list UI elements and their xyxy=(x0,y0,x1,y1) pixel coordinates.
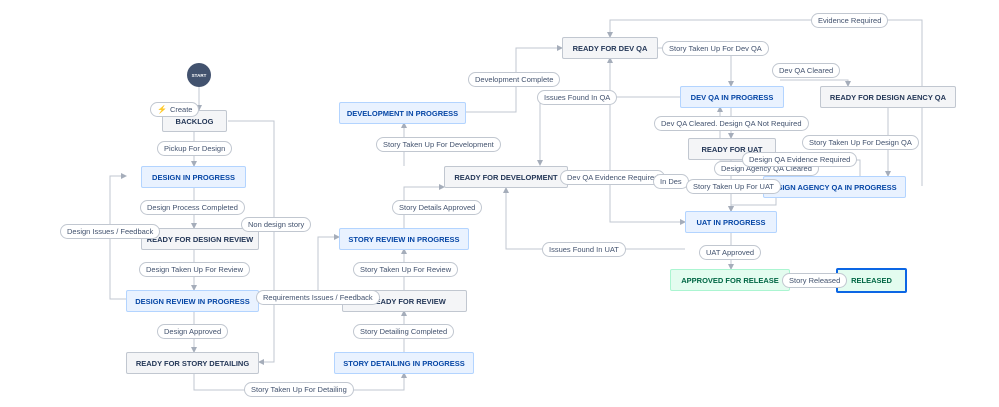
transition-design-taken-up-for-review[interactable]: Design Taken Up For Review xyxy=(139,262,250,277)
transition-evidence-required[interactable]: Evidence Required xyxy=(811,13,889,28)
status-label: READY FOR DEV QA xyxy=(572,43,648,53)
transition-story-taken-up-for-development[interactable]: Story Taken Up For Development xyxy=(376,137,501,152)
status-design-review-in-progress[interactable]: DESIGN REVIEW IN PROGRESS xyxy=(126,290,259,312)
transition-story-taken-up-for-dev-qa[interactable]: Story Taken Up For Dev QA xyxy=(662,41,769,56)
status-label: DESIGN IN PROGRESS xyxy=(152,172,235,182)
status-label: STORY REVIEW IN PROGRESS xyxy=(348,234,460,244)
status-label: READY FOR DESIGN REVIEW xyxy=(146,234,254,244)
transition-story-released[interactable]: Story Released xyxy=(782,273,848,288)
transition-story-taken-up-for-design-qa[interactable]: Story Taken Up For Design QA xyxy=(802,135,919,150)
status-development-in-progress[interactable]: DEVELOPMENT IN PROGRESS xyxy=(339,102,466,124)
status-ready-for-story-detailing[interactable]: READY FOR STORY DETAILING xyxy=(126,352,259,374)
transition-label: Story Taken Up For Detailing xyxy=(251,385,347,394)
start-node: START xyxy=(187,63,211,87)
status-story-detailing-in-progress[interactable]: STORY DETAILING IN PROGRESS xyxy=(334,352,474,374)
status-label: BACKLOG xyxy=(175,116,214,126)
transition-pickup-for-design[interactable]: Pickup For Design xyxy=(157,141,233,156)
edge-issues-found-in-uat xyxy=(503,187,685,250)
transition-dev-qa-evidence-required[interactable]: Dev QA Evidence Required xyxy=(560,170,666,185)
status-uat-in-progress[interactable]: UAT IN PROGRESS xyxy=(685,211,777,233)
status-ready-for-development[interactable]: READY FOR DEVELOPMENT xyxy=(444,166,568,188)
transition-story-taken-up-for-uat[interactable]: Story Taken Up For UAT xyxy=(686,179,781,194)
transition-label: Design Issues / Feedback xyxy=(67,227,154,236)
transition-label: Story Detailing Completed xyxy=(360,327,448,336)
status-dev-qa-in-progress[interactable]: DEV QA IN PROGRESS xyxy=(680,86,784,108)
transition-story-taken-up-for-detailing[interactable]: Story Taken Up For Detailing xyxy=(244,382,354,397)
transition-label: Design Process Completed xyxy=(147,203,238,212)
status-label: RELEASED xyxy=(851,276,892,285)
transition-label: Design Approved xyxy=(164,327,222,336)
transition-uat-approved[interactable]: UAT Approved xyxy=(699,245,762,260)
transition-in-des[interactable]: In Des xyxy=(653,174,689,189)
status-label: APPROVED FOR RELEASE xyxy=(681,275,779,285)
edge-dev-qa-cleared xyxy=(780,79,851,87)
transition-label: Story Taken Up For Review xyxy=(360,265,452,274)
status-label: STORY DETAILING IN PROGRESS xyxy=(343,358,465,368)
start-label: START xyxy=(191,72,207,78)
transition-label: Design QA Evidence Required xyxy=(749,155,851,164)
transition-label: Issues Found In QA xyxy=(544,93,611,102)
transition-label: Story Details Approved xyxy=(399,203,476,212)
transition-development-complete[interactable]: Development Complete xyxy=(468,72,561,87)
status-label: ESIGN AGENCY QA IN PROGRESS xyxy=(772,182,897,192)
transition-label: Evidence Required xyxy=(818,16,882,25)
transition-label: Development Complete xyxy=(475,75,554,84)
status-label: Y READY FOR REVIEW xyxy=(363,296,446,306)
status-approved-for-release[interactable]: APPROVED FOR RELEASE xyxy=(670,269,790,291)
transition-design-qa-evidence-required[interactable]: Design QA Evidence Required xyxy=(742,152,858,167)
edge-dev-qa-evidence xyxy=(568,57,613,178)
status-story-review-in-progress[interactable]: STORY REVIEW IN PROGRESS xyxy=(339,228,469,250)
transition-requirements-issues-feedback[interactable]: Requirements Issues / Feedback xyxy=(256,290,380,305)
transition-design-issues-feedback[interactable]: Design Issues / Feedback xyxy=(60,224,161,239)
transition-label: Story Released xyxy=(789,276,841,285)
status-label: UAT IN PROGRESS xyxy=(696,217,766,227)
transition-label: In Des xyxy=(660,177,682,186)
transition-issues-found-in-uat[interactable]: Issues Found In UAT xyxy=(542,242,626,257)
transition-label: Story Taken Up For UAT xyxy=(693,182,774,191)
transition-label: Story Taken Up For Design QA xyxy=(809,138,912,147)
transition-issues-found-in-qa[interactable]: Issues Found In QA xyxy=(537,90,618,105)
transition-story-details-approved[interactable]: Story Details Approved xyxy=(392,200,483,215)
transition-label: UAT Approved xyxy=(706,248,755,257)
transition-label: Create xyxy=(169,105,193,114)
transition-label: Story Taken Up For Development xyxy=(383,140,494,149)
status-label: READY FOR DEVELOPMENT xyxy=(454,172,558,182)
transition-label: Dev QA Evidence Required xyxy=(567,173,659,182)
edge-non-design-story xyxy=(228,120,275,365)
transition-design-process-completed[interactable]: Design Process Completed xyxy=(140,200,245,215)
transition-label: Design Agency QA Cleared xyxy=(721,164,812,173)
status-ready-for-design-review[interactable]: READY FOR DESIGN REVIEW xyxy=(141,228,259,250)
status-label: DEV QA IN PROGRESS xyxy=(690,92,774,102)
status-label: READY FOR DESIGN AENCY QA xyxy=(829,92,947,102)
transition-dev-qa-cleared[interactable]: Dev QA Cleared xyxy=(772,63,841,78)
lightning-icon: ⚡ xyxy=(157,105,167,114)
transition-label: Dev QA Cleared xyxy=(779,66,834,75)
transition-label: Story Taken Up For Dev QA xyxy=(669,44,762,53)
transition-label: Dev QA Cleared. Design QA Not Required xyxy=(661,119,802,128)
transition-label: Issues Found In UAT xyxy=(549,245,619,254)
transition-create[interactable]: ⚡Create xyxy=(150,102,200,117)
status-released[interactable]: RELEASED xyxy=(836,268,907,293)
transition-non-design-story[interactable]: Non design story xyxy=(241,217,312,232)
transition-label: Requirements Issues / Feedback xyxy=(263,293,373,302)
status-design-agency-qa-in-progress[interactable]: ESIGN AGENCY QA IN PROGRESS xyxy=(763,176,906,198)
transition-dev-qa-cleared-design-qa-not-required[interactable]: Dev QA Cleared. Design QA Not Required xyxy=(654,116,809,131)
status-label: READY FOR STORY DETAILING xyxy=(135,358,250,368)
transition-story-detailing-completed[interactable]: Story Detailing Completed xyxy=(353,324,455,339)
transition-label: Pickup For Design xyxy=(164,144,226,153)
status-ready-for-design-aency-qa[interactable]: READY FOR DESIGN AENCY QA xyxy=(820,86,956,108)
status-label: READY FOR UAT xyxy=(701,144,763,154)
transition-design-approved[interactable]: Design Approved xyxy=(157,324,229,339)
status-ready-for-dev-qa[interactable]: READY FOR DEV QA xyxy=(562,37,658,59)
status-label: DESIGN REVIEW IN PROGRESS xyxy=(135,296,250,306)
transition-story-taken-up-for-review[interactable]: Story Taken Up For Review xyxy=(353,262,459,277)
transition-label: Design Taken Up For Review xyxy=(146,265,243,274)
status-label: DEVELOPMENT IN PROGRESS xyxy=(346,108,459,118)
status-design-in-progress[interactable]: DESIGN IN PROGRESS xyxy=(141,166,246,188)
transition-label: Non design story xyxy=(248,220,305,229)
